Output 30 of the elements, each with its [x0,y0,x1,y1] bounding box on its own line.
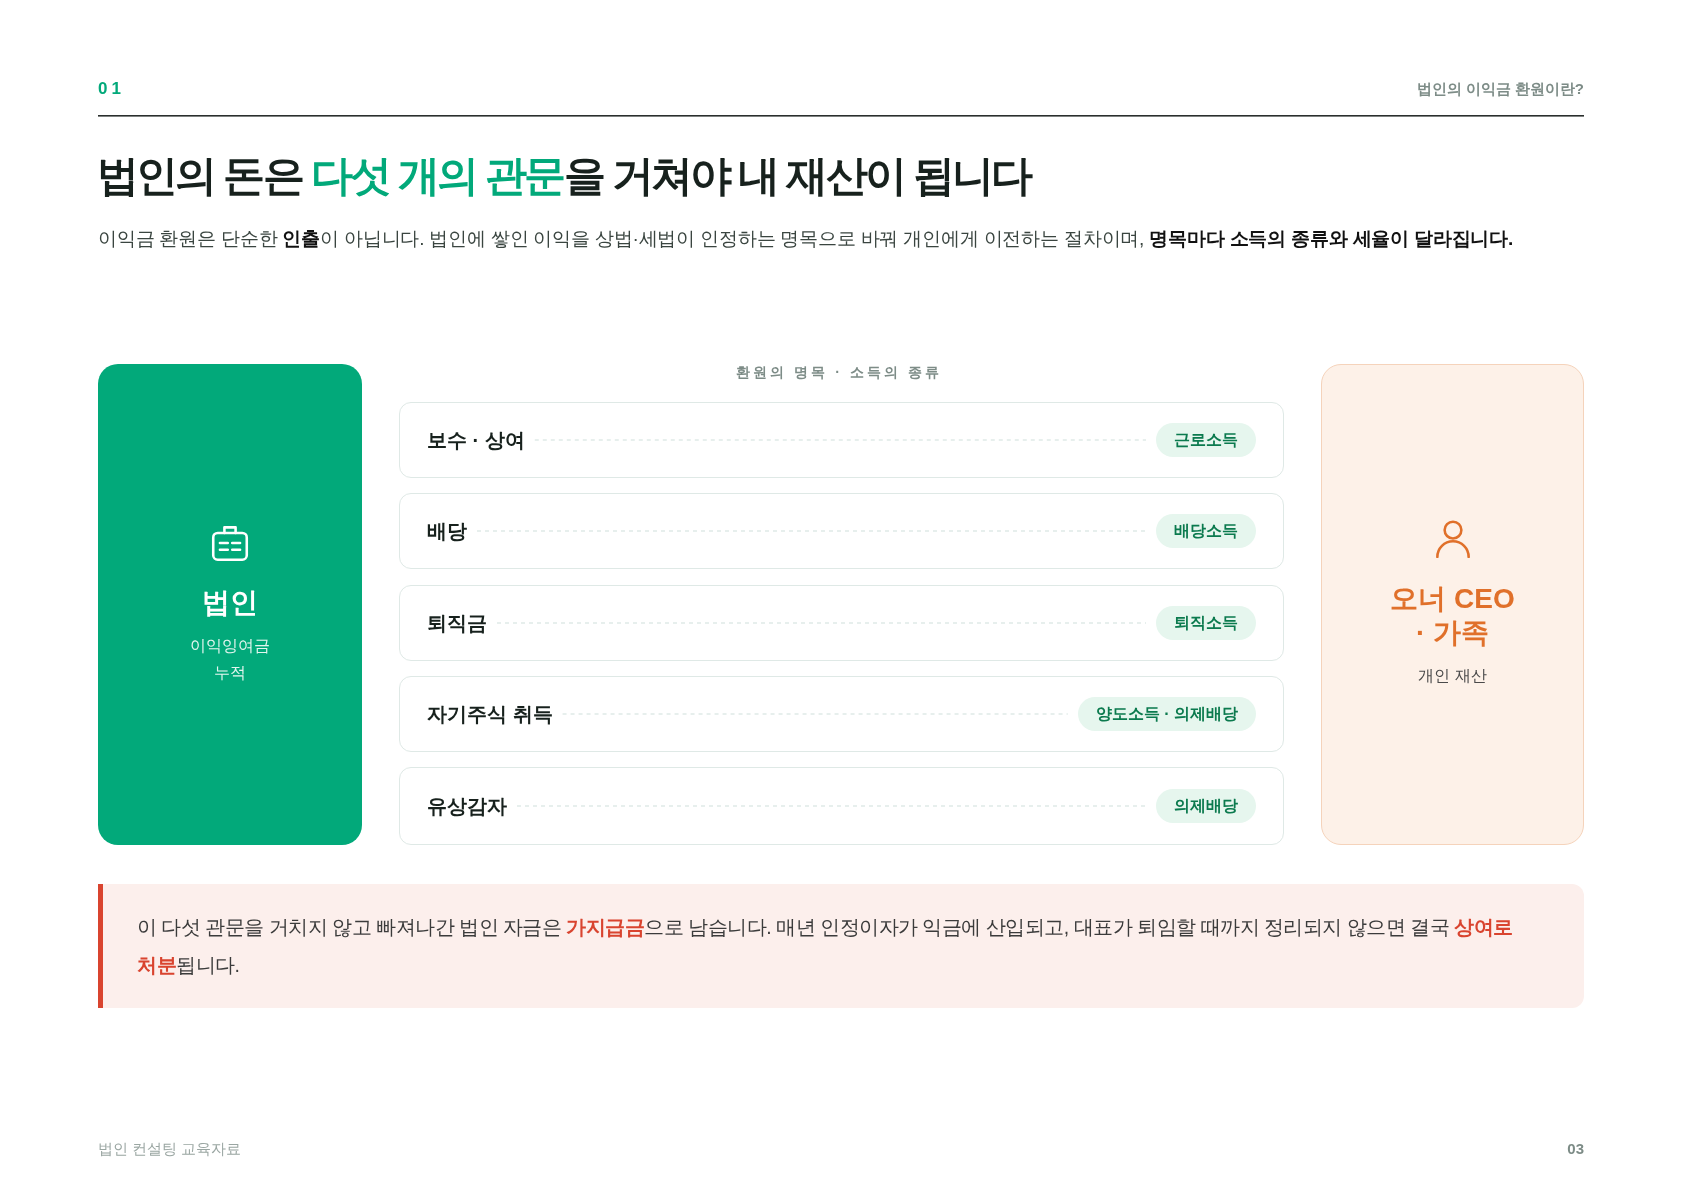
page-number: 03 [1567,1140,1584,1157]
row-card [399,767,1284,845]
column-heading: 환원의 명목 · 소득의 종류 [736,364,942,382]
card-title: 오너 CEO · 가족 [1389,582,1516,650]
source-card [98,364,362,845]
row-card [399,676,1284,752]
item-label: 자기주식 취득 [427,700,553,728]
section-number: 01 [98,79,125,99]
card-subtitle: 이익잉여금 누적 [189,635,271,683]
card-title: 법인 [202,585,258,620]
income-tag: 배당소득 [1156,514,1256,548]
section-heading: 법인의 이익금 환원이란? [1416,80,1584,99]
row-card [399,585,1284,661]
card-subtitle: 개인 재산 [1418,666,1487,686]
destination-card [1321,364,1584,845]
income-tag: 의제배당 [1156,789,1256,823]
intro-text: 이익금 환원은 단순한 인출이 아닙니다. 법인에 쌓인 이익을 상법·세법이 인정하는 명목으로 바꿔 개인에게 이전하는 절차이며, 명목마다 소득의 종류와 세율이 달라집니다. [98,227,1514,251]
row-card [399,493,1284,569]
income-tag: 양도소득 · 의제배당 [1077,697,1256,731]
note-callout [98,884,1584,1008]
item-label: 배당 [427,517,467,545]
income-tag: 퇴직소득 [1156,606,1256,640]
footer-text: 법인 컨설팅 교육자료 [98,1140,242,1159]
item-label: 보수 · 상여 [427,426,525,454]
income-tag: 근로소득 [1156,423,1256,457]
item-label: 유상감자 [427,792,507,820]
note-text: 이 다섯 관문을 거치지 않고 빠져나간 법인 자금은 가지급금으로 남습니다. 매년 인정이자가 익금에 산입되고, 대표가 퇴임할 때까지 정리되지 않으면 결국 상여로 처분됩니다. [137,915,1514,978]
item-label: 퇴직금 [427,609,487,637]
page-title: 법인의 돈은 다섯 개의 관문을 거쳐야 내 재산이 됩니다 [97,151,1031,201]
row-card [399,402,1284,478]
